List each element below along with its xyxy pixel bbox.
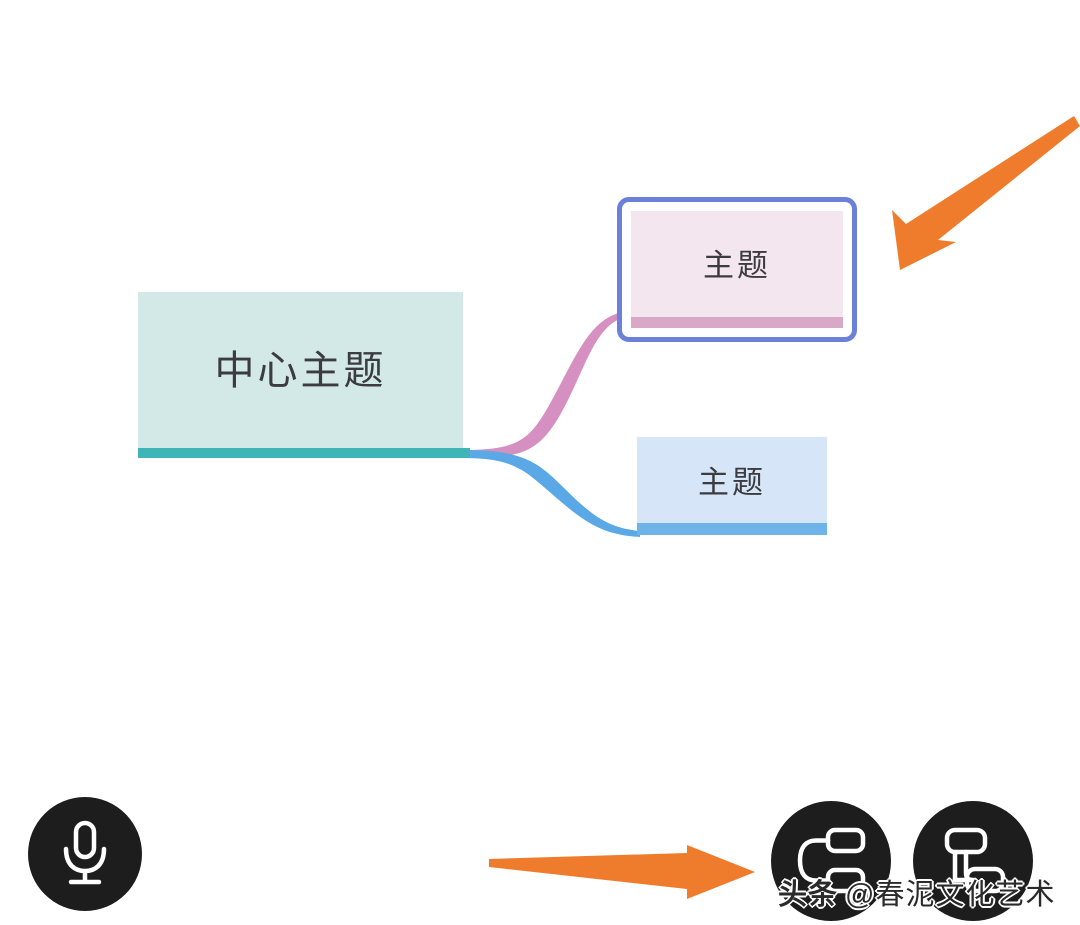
watermark: 头条 @春泥文化艺术	[778, 874, 1056, 911]
tree-layout-icon	[944, 827, 1006, 894]
microphone-icon	[63, 820, 107, 885]
node-topic-1[interactable]: 主题	[631, 211, 843, 328]
node-topic-2-label: 主题	[698, 464, 766, 500]
node-topic-2[interactable]: 主题	[637, 437, 827, 535]
annotation-arrow-to-layout-buttons	[489, 845, 755, 899]
node-central-topic[interactable]: 中心主题	[138, 292, 470, 458]
node-central-topic-label: 中心主题	[214, 349, 387, 393]
voice-input-button[interactable]	[28, 797, 142, 911]
node-central-topic-underline	[138, 448, 470, 458]
node-topic-2-underline	[637, 523, 827, 535]
mindmap-layout-icon	[797, 827, 866, 894]
connector-to-topic-2	[462, 450, 640, 537]
layout-tree-button[interactable]	[913, 801, 1033, 921]
node-topic-1-underline	[631, 317, 843, 328]
annotation-arrow-to-selected-node	[892, 116, 1080, 270]
connector-to-topic-1	[462, 312, 622, 458]
watermark-platform: 头条	[778, 879, 839, 911]
layout-mindmap-button[interactable]	[771, 801, 891, 921]
node-topic-1-selection-frame[interactable]: 主题	[617, 197, 857, 342]
node-topic-1-label: 主题	[703, 248, 771, 283]
watermark-handle: @春泥文化艺术	[845, 879, 1056, 911]
